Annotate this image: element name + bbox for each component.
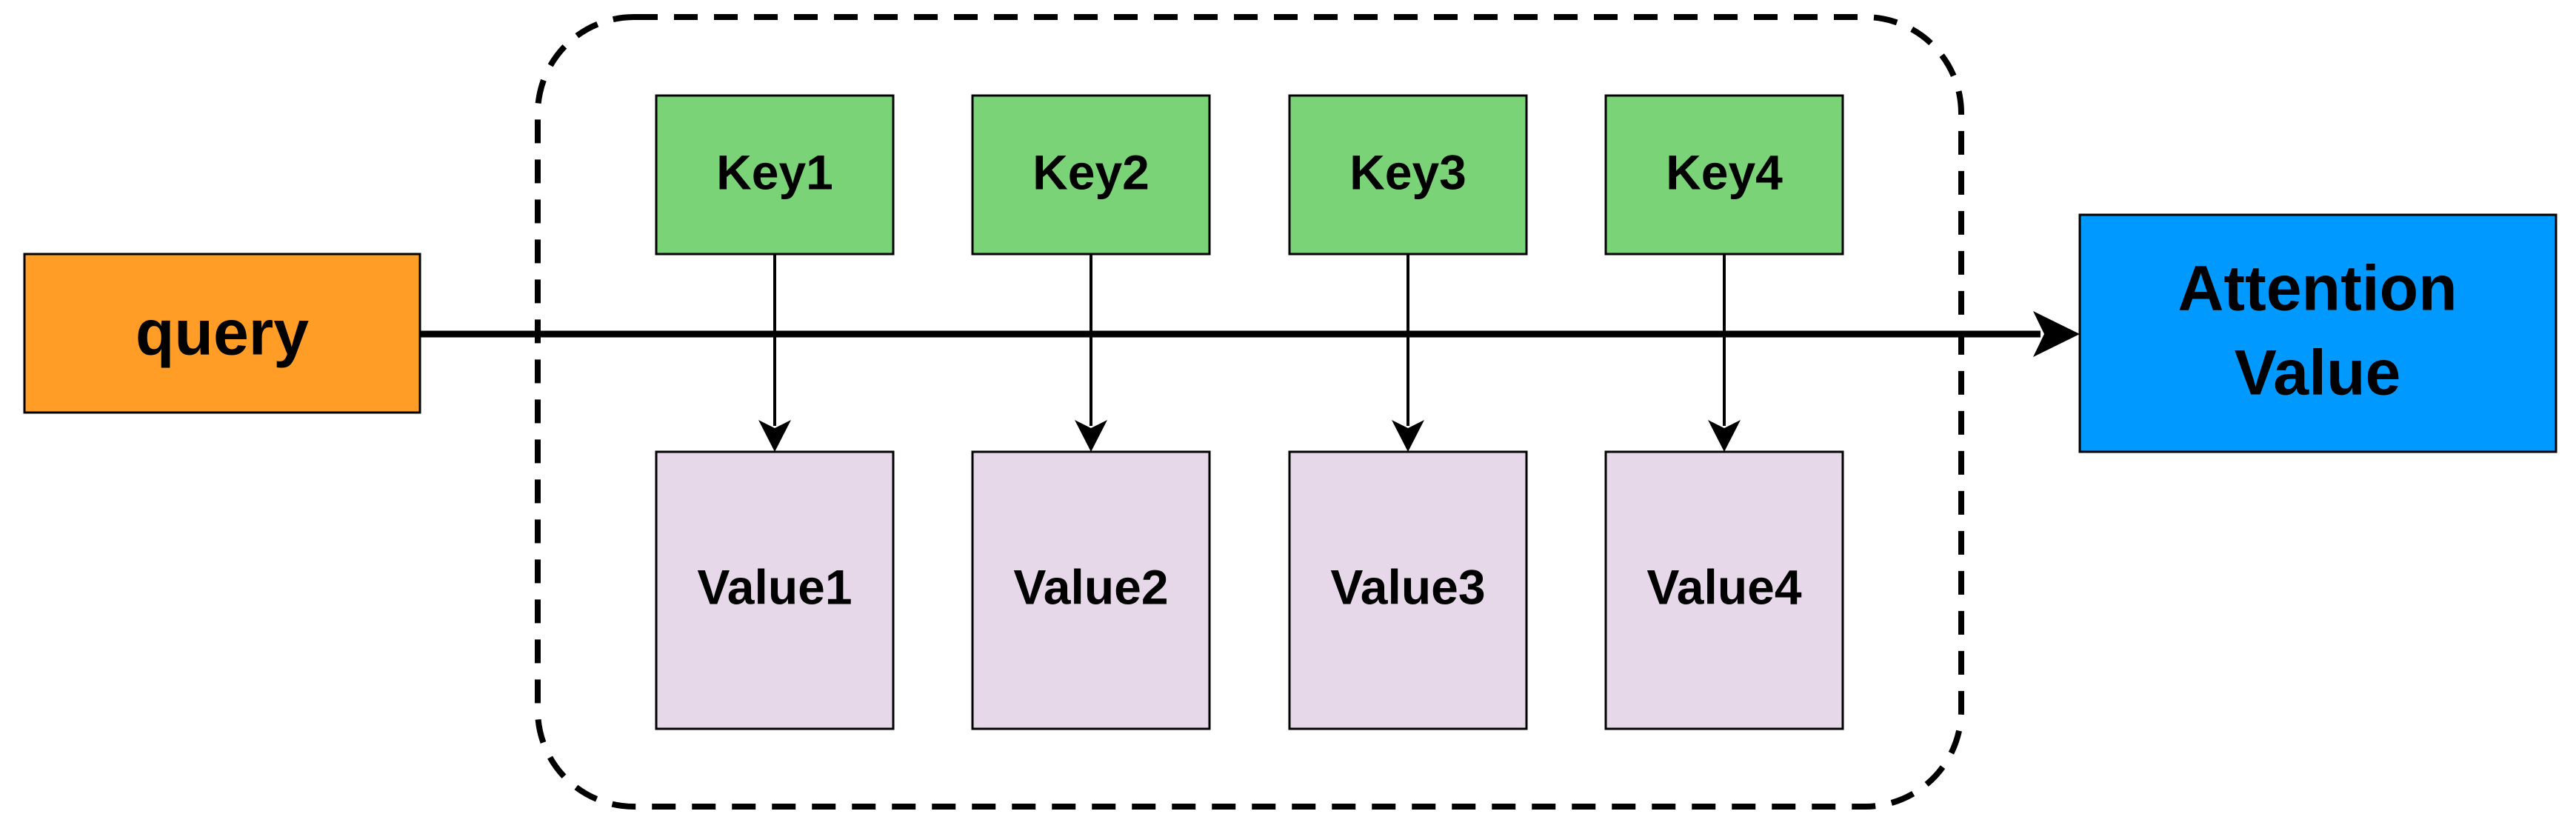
kv-pair-4: Key4 Value4 [1604,94,1844,730]
key-to-value-arrowhead [1392,420,1424,452]
attention-value-box [2078,213,2557,453]
query-label: query [136,298,309,369]
value-box [655,450,895,730]
query-to-output-arrowhead [2033,311,2080,357]
key-box [1604,94,1844,256]
value-label: Value1 [697,559,852,614]
value-box [1288,450,1528,730]
value-label: Value2 [1013,559,1168,614]
key-to-value-arrowhead [1075,420,1107,452]
key-label: Key2 [1032,144,1149,199]
key-box [1288,94,1528,256]
key-to-value-arrowhead [1708,420,1741,452]
key-to-value-arrowhead [758,420,791,452]
query-box [23,253,421,414]
attention-value-label-line1: Attention [2178,253,2457,324]
key-label: Key1 [716,144,833,199]
value-box [1604,450,1844,730]
key-value-group-container [535,14,1964,810]
key-box [971,94,1211,256]
key-label: Key3 [1349,144,1466,199]
value-box [971,450,1211,730]
kv-pair-2: Key2 Value2 [971,94,1211,730]
value-label: Value4 [1646,559,1801,614]
value-label: Value3 [1330,559,1485,614]
key-box [655,94,895,256]
attention-value-label-line2: Value [2235,338,2401,409]
kv-pair-1: Key1 Value1 [655,94,895,730]
kv-pair-3: Key3 Value3 [1288,94,1528,730]
key-label: Key4 [1666,144,1783,199]
